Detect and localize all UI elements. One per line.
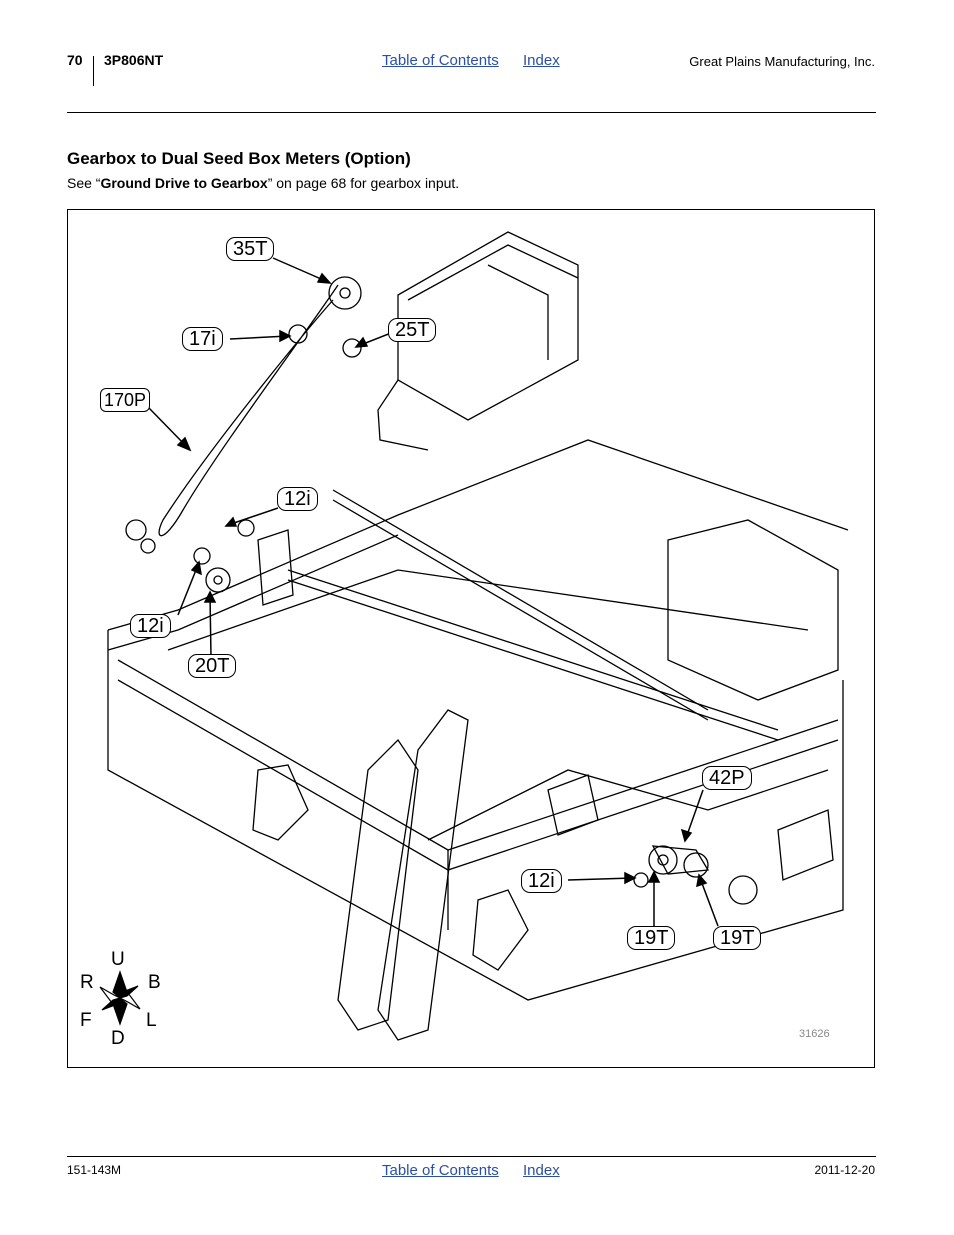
footer-index-link[interactable]: Index	[523, 1162, 560, 1179]
company-name: Great Plains Manufacturing, Inc.	[689, 54, 875, 69]
intro-suffix: ” on page 68 for gearbox input.	[267, 175, 460, 191]
callout-17i: 17i	[182, 327, 223, 351]
callout-19t-right: 19T	[713, 926, 762, 950]
compass-down: D	[111, 1028, 125, 1049]
callout-12i-top: 12i	[277, 487, 318, 511]
parts-diagram: 35T 17i 25T 170P 12i 12i 20T 42P 12i 19T…	[67, 209, 875, 1068]
intro-reference: Ground Drive to Gearbox	[100, 175, 268, 191]
machine-drawing	[99, 231, 849, 1041]
compass-left-label: L	[146, 1010, 157, 1031]
page-number: 70	[67, 52, 83, 68]
callout-35t: 35T	[226, 237, 275, 261]
header-divider	[93, 56, 94, 86]
header-table-of-contents-link[interactable]: Table of Contents	[382, 52, 499, 69]
callout-20t: 20T	[188, 654, 237, 678]
model-name: 3P806NT	[104, 52, 164, 68]
intro-prefix: See “	[67, 175, 101, 191]
compass-rear-label: R	[80, 972, 94, 993]
callout-170p: 170P	[100, 388, 151, 412]
compass-front-label: F	[80, 1010, 92, 1031]
header-rule	[67, 112, 876, 113]
section-intro: See “Ground Drive to Gearbox” on page 68…	[67, 175, 467, 191]
callout-25t: 25T	[388, 318, 437, 342]
footer-table-of-contents-link[interactable]: Table of Contents	[382, 1162, 499, 1179]
compass-back-label: B	[148, 972, 161, 993]
header-index-link[interactable]: Index	[523, 52, 560, 69]
callout-42p: 42P	[702, 766, 752, 790]
publish-date: 2011-12-20	[814, 1163, 876, 1177]
figure-id: 31626	[799, 1028, 830, 1040]
callout-19t-left: 19T	[627, 926, 676, 950]
callout-12i-bottom: 12i	[521, 869, 562, 893]
doc-number: 151-143M	[67, 1163, 122, 1177]
compass-up: U	[111, 949, 125, 970]
section-title: Gearbox to Dual Seed Box Meters (Option)	[67, 149, 411, 168]
footer-rule	[67, 1156, 876, 1157]
callout-12i-left: 12i	[130, 614, 171, 638]
